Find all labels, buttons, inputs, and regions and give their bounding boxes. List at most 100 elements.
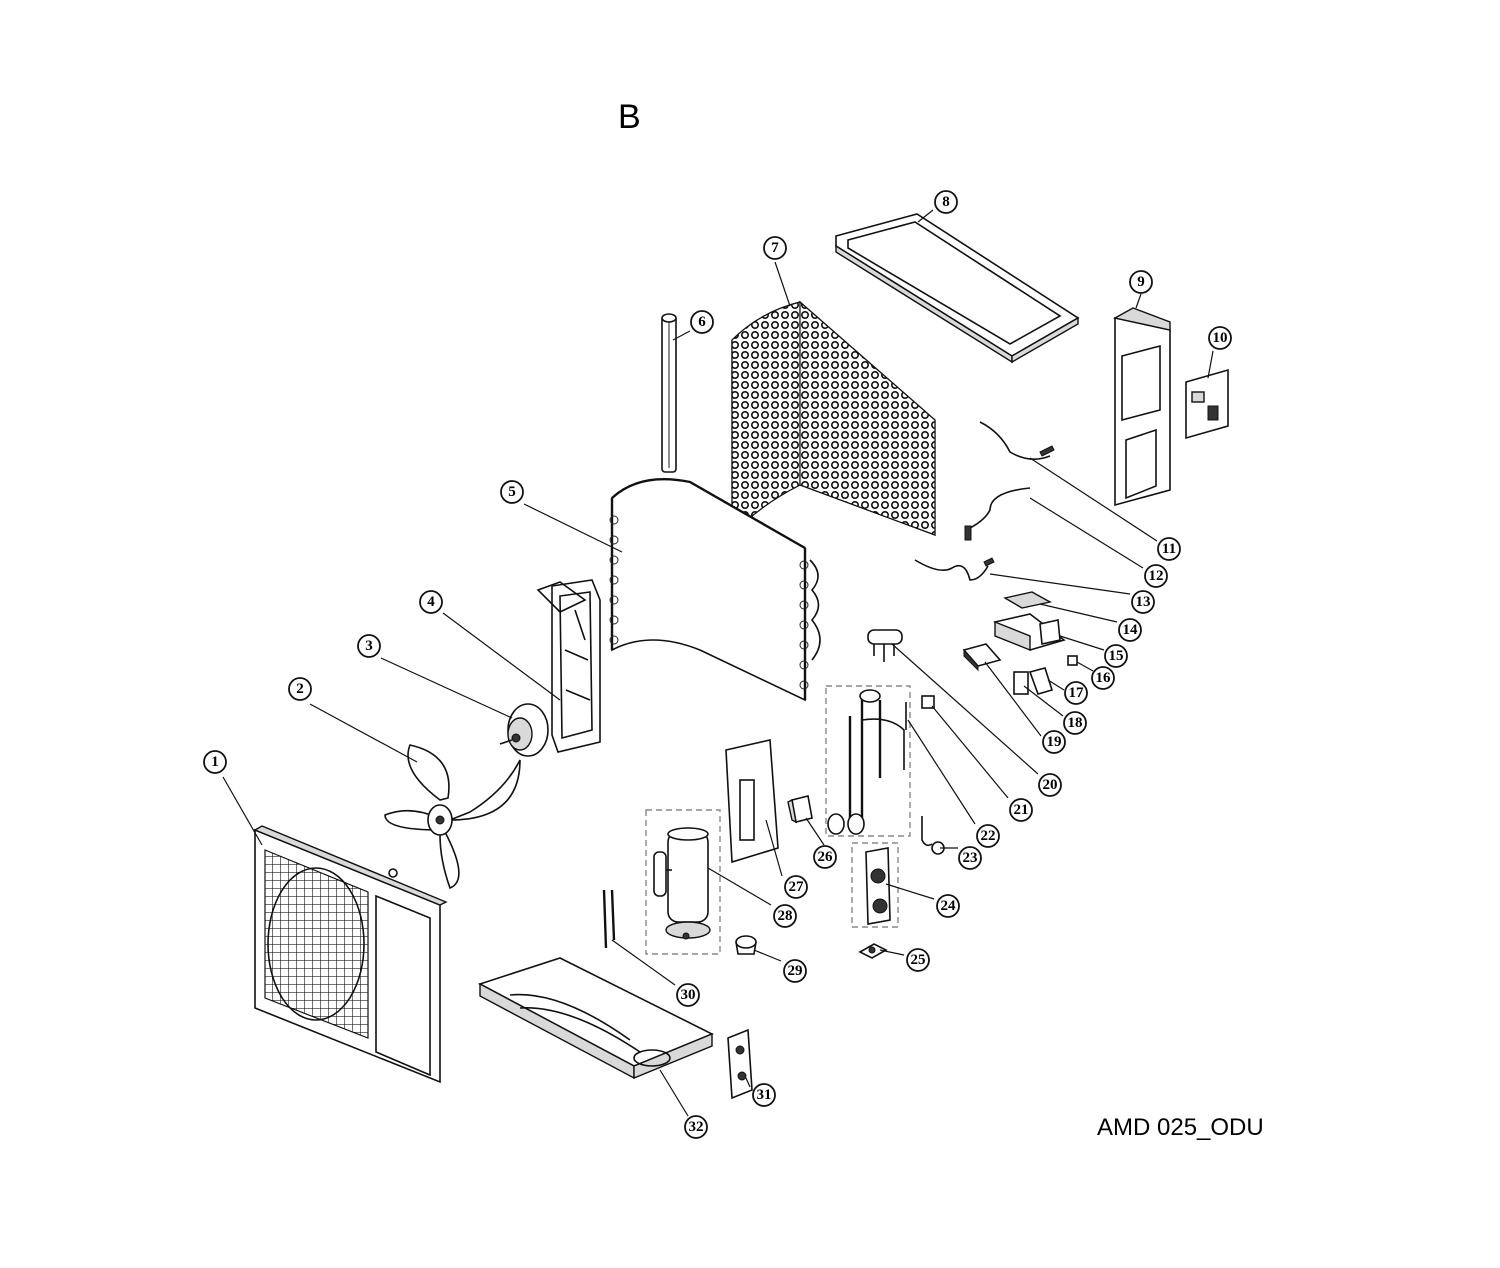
leader-lines: [222, 209, 1214, 1117]
compressor-group: [645, 809, 721, 955]
callout-20: 20: [1038, 773, 1062, 797]
svg-text:14: 14: [1123, 622, 1139, 638]
sensor-tube-part: [979, 421, 1055, 460]
svg-text:24: 24: [941, 898, 957, 914]
motor-bracket-part: [536, 579, 601, 753]
callout-32: 32: [684, 1115, 708, 1139]
svg-text:19: 19: [1047, 734, 1062, 750]
compressor-part: [653, 827, 711, 940]
callout-17: 17: [1064, 681, 1088, 705]
tube-support-part: [661, 313, 677, 473]
svg-text:10: 10: [1213, 330, 1228, 346]
callout-22: 22: [976, 824, 1000, 848]
partition-plate-part: [725, 739, 779, 864]
callout-19: 19: [1042, 730, 1066, 754]
callout-15: 15: [1104, 644, 1128, 668]
small-component-part: [1067, 655, 1078, 666]
valve-coil-part: [921, 695, 935, 709]
callout-24: 24: [936, 894, 960, 918]
model-label: AMD 025_ODU: [1097, 1114, 1264, 1141]
callout-31: 31: [752, 1083, 776, 1107]
callout-2: 2: [288, 677, 312, 701]
svg-text:26: 26: [818, 849, 834, 865]
svg-text:4: 4: [427, 594, 435, 610]
svg-text:12: 12: [1149, 568, 1164, 584]
callout-11: 11: [1157, 537, 1181, 561]
callout-23: 23: [958, 846, 982, 870]
valve-assembly-group: [825, 685, 911, 837]
svg-text:30: 30: [681, 987, 696, 1003]
callout-28: 28: [773, 904, 797, 928]
condenser-coil-part: [609, 478, 821, 702]
svg-text:27: 27: [789, 879, 805, 895]
right-side-panel-part: [1113, 307, 1171, 507]
cable-part: [602, 889, 616, 949]
valve-plate-part: [865, 847, 891, 925]
electric-box-part: [993, 613, 1066, 652]
reactor-part: [787, 795, 813, 824]
callout-25: 25: [906, 948, 930, 972]
callout-14: 14: [1118, 618, 1142, 642]
svg-text:15: 15: [1109, 648, 1124, 664]
callout-13: 13: [1131, 590, 1155, 614]
svg-text:18: 18: [1068, 715, 1083, 731]
svg-text:8: 8: [942, 194, 950, 210]
callout-21: 21: [1009, 798, 1033, 822]
svg-text:21: 21: [1014, 802, 1029, 818]
callout-26: 26: [813, 845, 837, 869]
sensor-tube-part-2: [964, 487, 1031, 541]
svg-text:32: 32: [689, 1119, 704, 1135]
callout-8: 8: [934, 190, 958, 214]
fan-motor-part: [499, 703, 549, 757]
svg-text:9: 9: [1137, 274, 1145, 290]
terminal-cover-part: [735, 935, 757, 955]
terminal-block-part: [962, 643, 1002, 672]
svg-text:11: 11: [1162, 541, 1176, 557]
svg-text:5: 5: [508, 484, 516, 500]
fan-blade-part: [384, 744, 521, 890]
callout-3: 3: [357, 634, 381, 658]
svg-text:17: 17: [1069, 685, 1085, 701]
four-way-valve-part: [867, 629, 903, 662]
svg-text:23: 23: [963, 850, 978, 866]
front-panel-part: [253, 825, 448, 1084]
capacitor-part: [1013, 671, 1029, 695]
svg-text:28: 28: [778, 908, 793, 924]
callout-10: 10: [1208, 326, 1232, 350]
svg-text:31: 31: [757, 1087, 772, 1103]
callout-5: 5: [500, 480, 524, 504]
svg-text:7: 7: [771, 240, 779, 256]
callout-18: 18: [1063, 711, 1087, 735]
plate-part: [1003, 591, 1052, 609]
callout-30: 30: [676, 983, 700, 1007]
callout-27: 27: [784, 875, 808, 899]
valve-bracket-part: [727, 1028, 753, 1100]
top-cover-part: [835, 213, 1080, 364]
valve-assembly-part: [827, 689, 905, 835]
svg-text:3: 3: [365, 638, 373, 654]
fan-nut-part: [388, 868, 398, 878]
svg-text:22: 22: [981, 828, 996, 844]
svg-text:16: 16: [1096, 670, 1112, 686]
callout-4: 4: [419, 590, 443, 614]
svg-text:2: 2: [296, 681, 304, 697]
sensor-tube-part-3: [914, 557, 995, 581]
svg-text:1: 1: [211, 754, 219, 770]
base-pan-part: [477, 957, 714, 1080]
service-valve-part: [921, 816, 945, 855]
callout-16: 16: [1091, 666, 1115, 690]
callout-29: 29: [783, 959, 807, 983]
callout-1: 1: [203, 750, 227, 774]
valve-plate-group: [851, 842, 899, 928]
component-bracket-part: [1028, 667, 1054, 695]
small-valve-part: [858, 943, 888, 959]
svg-text:29: 29: [788, 963, 803, 979]
callout-12: 12: [1144, 564, 1168, 588]
svg-text:20: 20: [1043, 777, 1058, 793]
page-letter: B: [618, 98, 641, 136]
svg-text:6: 6: [698, 314, 706, 330]
svg-text:13: 13: [1136, 594, 1151, 610]
callout-7: 7: [763, 236, 787, 260]
svg-text:25: 25: [911, 952, 926, 968]
callout-9: 9: [1129, 270, 1153, 294]
